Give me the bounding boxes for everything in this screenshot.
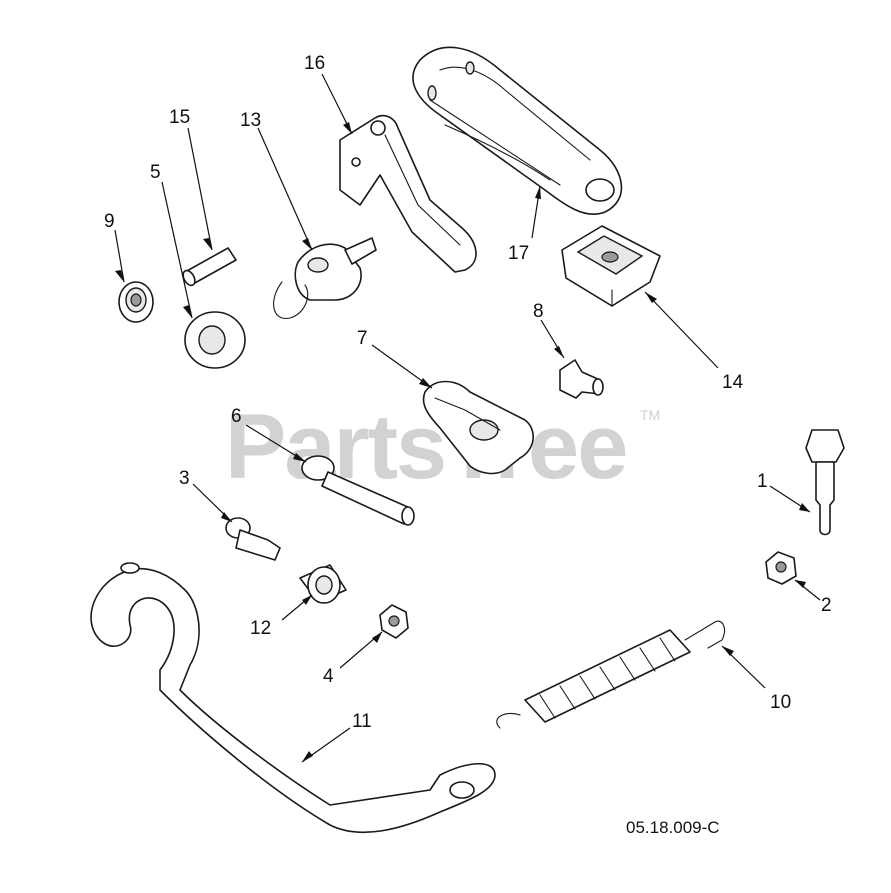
watermark-text: PartsTree <box>225 396 626 498</box>
part-8-shoulder-bolt[interactable] <box>559 359 604 399</box>
watermark: PartsTree TM <box>225 396 660 498</box>
callout-9: 9 <box>104 211 115 232</box>
part-9-flange-nut[interactable] <box>118 281 154 323</box>
part-1-hex-bolt[interactable] <box>805 429 845 536</box>
callout-2: 2 <box>821 595 832 616</box>
callout-14: 14 <box>722 372 744 393</box>
part-12-bushing[interactable] <box>299 564 347 604</box>
callout-3: 3 <box>179 468 190 489</box>
part-10-spring[interactable] <box>496 620 725 729</box>
part-16-bracket-arm[interactable] <box>339 114 477 273</box>
callout-8: 8 <box>533 301 544 322</box>
part-14-square-cap[interactable] <box>561 225 661 307</box>
part-6-clevis-pin[interactable] <box>301 455 415 526</box>
callout-12: 12 <box>250 618 271 639</box>
part-2-lock-nut[interactable] <box>765 551 797 585</box>
callout-15: 15 <box>169 107 190 128</box>
watermark-trademark: TM <box>640 407 660 423</box>
reference-code: 05.18.009-C <box>626 818 720 837</box>
leader-lines <box>114 73 821 763</box>
part-15-pin[interactable] <box>181 247 237 287</box>
part-3-stepped-bolt[interactable] <box>225 517 281 561</box>
callout-1: 1 <box>757 471 768 492</box>
part-11-bail-rod[interactable] <box>90 562 496 834</box>
callout-5: 5 <box>150 162 161 183</box>
callout-labels: 1 2 3 4 5 6 7 8 9 10 11 12 13 14 15 16 1… <box>104 53 832 732</box>
callout-6: 6 <box>231 406 242 427</box>
part-7-lever-knob[interactable] <box>422 380 534 475</box>
callout-7: 7 <box>357 328 368 349</box>
callout-13: 13 <box>240 110 261 131</box>
callout-17: 17 <box>508 243 529 264</box>
callout-4: 4 <box>323 666 334 687</box>
callout-10: 10 <box>770 692 791 713</box>
part-13-latch[interactable] <box>273 237 377 319</box>
callout-11: 11 <box>352 711 372 732</box>
callout-16: 16 <box>304 53 325 74</box>
part-5-washer[interactable] <box>184 311 246 369</box>
part-4-nut[interactable] <box>379 604 409 639</box>
part-17-handle-grip[interactable] <box>412 46 623 215</box>
